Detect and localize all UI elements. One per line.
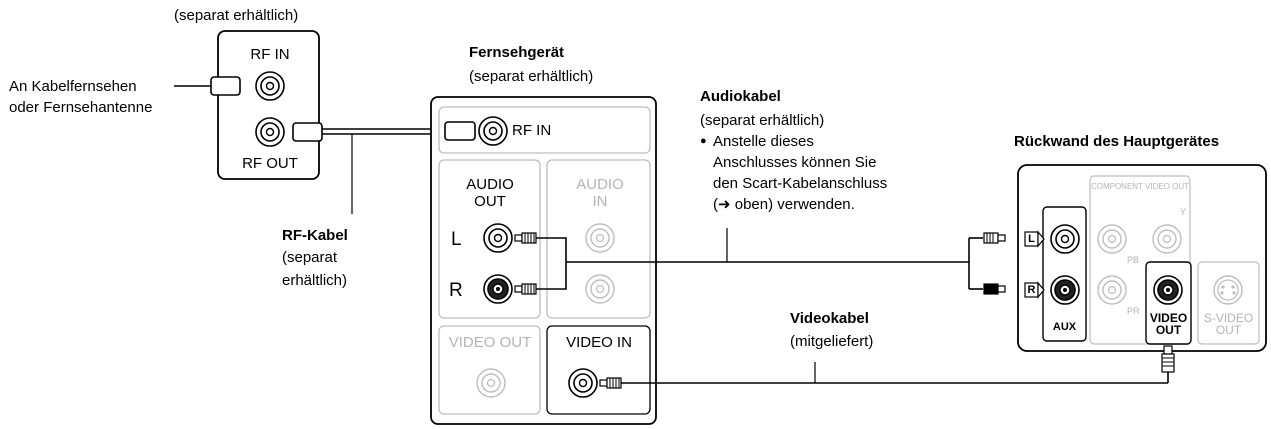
main-unit-title: Rückwand des Hauptgerätes bbox=[1014, 133, 1220, 150]
tv-rf-in-jack bbox=[478, 116, 508, 146]
tv-note: (separat erhältlich) bbox=[469, 68, 594, 85]
r-badge-icon bbox=[1024, 281, 1045, 299]
antenna-connector bbox=[210, 76, 241, 96]
tv-right-label: R bbox=[449, 280, 463, 301]
tv-video-out-label: VIDEO OUT bbox=[448, 334, 532, 351]
audio-cable-info-line3: den Scart-Kabelanschluss bbox=[713, 175, 888, 192]
tv-audio-out-label-line1: AUDIO bbox=[466, 176, 514, 193]
aux-r-jack bbox=[1050, 275, 1080, 305]
source-rf-in-label: RF IN bbox=[250, 46, 290, 63]
component-y-label: Y bbox=[1180, 207, 1187, 217]
aux-l-jack bbox=[1050, 224, 1080, 254]
tv-audio-in-r-jack bbox=[585, 274, 615, 304]
tv-audio-out-label-line2: OUT bbox=[474, 193, 506, 210]
rf-in-jack bbox=[255, 71, 285, 101]
source-box-note: (separat erhältlich) bbox=[174, 7, 299, 24]
main-video-out-jack bbox=[1153, 275, 1183, 305]
rf-out-jack bbox=[255, 117, 285, 147]
antenna-label-line2: oder Fernsehantenne bbox=[9, 99, 153, 116]
main-video-out-label-line1: VIDEO bbox=[1149, 311, 1188, 325]
audio-cable-title: Audiokabel bbox=[700, 88, 781, 105]
audio-cable-info-line4: (➜ oben) verwenden. bbox=[713, 196, 855, 213]
tv-audio-in-l-jack bbox=[585, 223, 615, 253]
aux-label: AUX bbox=[1052, 321, 1077, 333]
rf-out-connector bbox=[292, 122, 323, 142]
tv-title: Fernsehgerät bbox=[469, 44, 565, 61]
r-badge-label: R bbox=[1027, 284, 1036, 296]
s-video-out-label-line2: OUT bbox=[1215, 323, 1242, 337]
video-cable-title: Videokabel bbox=[790, 310, 869, 327]
tv-left-label: L bbox=[451, 229, 462, 250]
tv-audio-in-label-line2: IN bbox=[592, 193, 608, 210]
component-pr-jack bbox=[1097, 224, 1127, 254]
video-plug-icon bbox=[1161, 345, 1175, 373]
video-cable-note: (mitgeliefert) bbox=[790, 333, 874, 350]
tv-video-in-label: VIDEO IN bbox=[566, 334, 632, 351]
tv-audio-in-label-line1: AUDIO bbox=[576, 176, 624, 193]
audio-cable-bullet: ● bbox=[700, 135, 707, 147]
tv-video-in-jack bbox=[568, 368, 598, 398]
tv-video-out-jack bbox=[476, 368, 506, 398]
main-video-out-label-line2: OUT bbox=[1155, 323, 1182, 337]
component-pb-label: PB bbox=[1127, 255, 1140, 265]
rf-cable-note-line2: erhältlich) bbox=[282, 272, 348, 289]
s-video-out-label-line1: S-VIDEO bbox=[1203, 311, 1254, 325]
l-badge-icon bbox=[1024, 230, 1045, 248]
component-video-out-label: COMPONENT VIDEO OUT bbox=[1090, 182, 1190, 191]
tv-audio-out-l-jack bbox=[483, 223, 513, 253]
rf-cable-note-line1: (separat bbox=[282, 249, 338, 266]
component-y-jack bbox=[1152, 224, 1182, 254]
s-video-jack bbox=[1213, 275, 1243, 305]
audio-cable-info-line2: Anschlusses können Sie bbox=[713, 154, 877, 171]
rf-cable-title: RF-Kabel bbox=[282, 227, 348, 244]
antenna-label-line1: An Kabelfernsehen bbox=[9, 78, 137, 95]
tv-rf-connector bbox=[444, 121, 476, 141]
tv-rf-in-label: RF IN bbox=[512, 122, 552, 139]
tv-audio-out-r-jack bbox=[483, 274, 513, 304]
source-box bbox=[217, 30, 320, 180]
source-rf-out-label: RF OUT bbox=[242, 155, 298, 172]
audio-cable-info-line1: Anstelle dieses bbox=[713, 133, 814, 150]
component-pb-jack bbox=[1097, 275, 1127, 305]
l-badge-label: L bbox=[1028, 233, 1035, 245]
component-pr-label: PR bbox=[1127, 306, 1140, 316]
audio-cable-line bbox=[536, 237, 567, 290]
audio-cable-note: (separat erhältlich) bbox=[700, 112, 825, 129]
